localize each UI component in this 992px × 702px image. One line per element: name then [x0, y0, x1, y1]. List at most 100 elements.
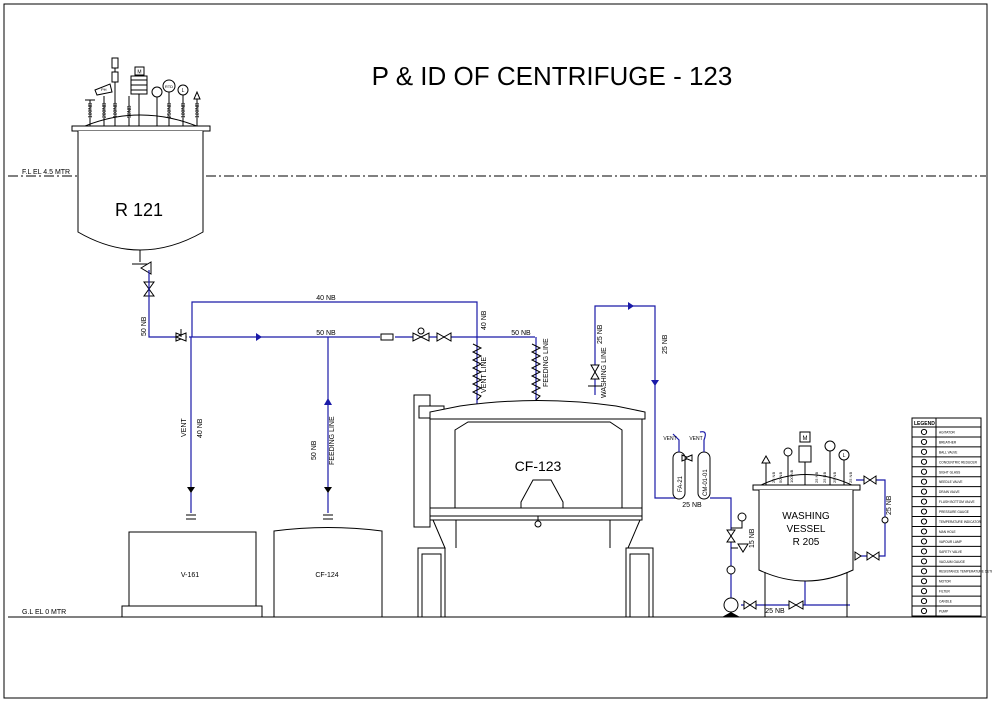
label-vent-line: VENT LINE [481, 357, 488, 393]
ball-valve-icon [590, 364, 600, 374]
legend-title: LEGEND [914, 421, 935, 427]
legend-symbol-icon [920, 597, 928, 605]
rtd-icon [783, 447, 793, 457]
label-25nb-filter: 25 NB [682, 502, 702, 509]
label-40nb-vent-down: 40 NB [197, 418, 204, 438]
legend-symbol-icon [920, 558, 928, 565]
svg-text:PH: PH [101, 87, 107, 92]
legend-symbol-icon [920, 538, 928, 545]
svg-text:M: M [137, 70, 141, 76]
legend-item-label: BALL VALVE [939, 450, 957, 454]
legend-item-label: PUMP [939, 610, 948, 614]
legend-symbol-icon [920, 607, 928, 615]
floor-level-label: F.L EL 4.5 MTR [22, 169, 70, 176]
legend-symbol-icon [920, 548, 928, 555]
washing-vessel-r205: WASHING VESSEL R 205 M L 25 NB 50 NB 100… [752, 431, 861, 617]
label-50nb-mid: 50 NB [316, 330, 336, 337]
legend-item-label: FLUSH BOTTOM VALVE [939, 500, 975, 504]
legend-symbol-icon [920, 578, 928, 585]
label-25nb-return: 25 NB [886, 495, 893, 515]
pipe-valves [174, 327, 602, 520]
safety-valve-icon [193, 90, 201, 100]
svg-text:L: L [182, 88, 185, 94]
legend-symbol-icon [920, 438, 928, 446]
legend-item-label: CANDLE [939, 600, 952, 604]
label-50nb-feed-down: 50 NB [311, 440, 318, 460]
ball-valve-icon [436, 332, 446, 342]
legend-symbol-icon [920, 518, 928, 525]
pump-line-instruments [722, 475, 889, 617]
ball-valve-icon [788, 600, 798, 610]
needle-valve-icon [737, 543, 749, 553]
flexible-hose-icon [471, 343, 483, 401]
legend-symbol-icon [920, 478, 928, 485]
legend-symbol-icon [920, 498, 928, 505]
filter-fa21: FA-21 VENT [663, 433, 686, 500]
r121-nozzles: PH M RTD L 100NB 200NB 100NB 50NB 250NB … [85, 57, 201, 126]
cf123-label: CF-123 [515, 458, 562, 474]
ground-level-label: G.L EL 0 MTR [22, 609, 66, 616]
legend-item-label: RESISTANCE TEMPERATURE DETECTOR [939, 570, 992, 574]
flow-arrows [187, 302, 659, 493]
drawing-border [3, 3, 988, 699]
vessel-v161: V-161 [121, 531, 263, 618]
legend-item-label: MOTOR [939, 580, 952, 584]
vacuum-gauge-icon [151, 86, 163, 98]
agitator-gearbox-icon [798, 445, 812, 463]
r121-nozzle-3: 100NB [113, 102, 119, 118]
svg-text:RTD: RTD [165, 84, 173, 89]
pipe-labels: 40 NB 50 NB 50 NB 50 NB VENT 40 NB 50 NB… [141, 295, 893, 615]
label-25nb-riser: 25 NB [662, 334, 669, 354]
r121-nozzle-4: 50NB [127, 105, 133, 118]
legend-symbol-icon [920, 468, 928, 475]
legend-item-label: TEMPERATURE INDICATOR [939, 520, 982, 524]
label-50nb-left: 50 NB [141, 316, 148, 336]
legend-symbol-icon [920, 568, 928, 575]
pump-icon [723, 597, 739, 613]
label-feeding-line-down: FEEDING LINE [329, 416, 336, 465]
ball-valve-icon [726, 529, 736, 537]
flexible-hose-icon [530, 343, 542, 401]
r205-nozzle-3: 100 NB [789, 469, 794, 483]
legend-item-label: DRAIN VALVE [939, 490, 960, 494]
label-vent-left: VENT [181, 418, 188, 437]
label-25nb-pump: 25 NB [765, 608, 785, 615]
v161-label: V-161 [181, 572, 199, 579]
label-50nb-right: 50 NB [511, 330, 531, 337]
diagram-title: P & ID OF CENTRIFUGE - 123 [372, 61, 733, 91]
r205-label-line2: VESSEL [787, 524, 826, 535]
legend-symbol-icon [920, 528, 928, 535]
label-25nb-wash: 25 NB [597, 324, 604, 344]
motor-icon [799, 431, 811, 443]
label-15nb: 15 NB [749, 528, 756, 548]
safety-valve-icon [761, 454, 771, 464]
r205-nozzle-6: 25 NB [832, 472, 837, 483]
r205-nozzle-2: 50 NB [778, 472, 783, 483]
r121-label: R 121 [115, 200, 163, 220]
label-washing-line: WASHING LINE [601, 347, 608, 398]
r205-label-line3: R 205 [793, 537, 820, 548]
svg-text:M: M [803, 436, 808, 442]
r205-nozzle-5: 25 NB [822, 472, 827, 483]
vacuum-gauge-icon [824, 440, 836, 452]
r121-bottom-valves [132, 261, 155, 297]
ball-valve-icon [412, 332, 423, 342]
legend-symbol-icon [920, 428, 928, 436]
pressure-gauge-icon [737, 512, 747, 522]
legend-symbol-icon [920, 508, 928, 515]
svg-text:L: L [843, 453, 846, 459]
legend-item-label: NEEDLE VALVE [939, 480, 962, 484]
legend-item-label: AGITATOR [939, 430, 955, 434]
legend-item-label: VACUUM GAUGE [939, 560, 965, 564]
legend-item-label: BREATHER [939, 440, 957, 444]
legend-symbol-icon [920, 588, 928, 595]
motor-icon [134, 66, 145, 76]
fa21-label: FA-21 [678, 475, 684, 492]
legend-symbol-icon [920, 458, 928, 465]
r205-nozzle-1: 25 NB [771, 472, 776, 483]
r121-nozzle-7: 100NB [195, 102, 201, 118]
cf124-label: CF-124 [315, 572, 338, 579]
candle-filter-cm0101: CM-01-01 VENT [681, 431, 711, 500]
sight-glass-icon [380, 333, 394, 341]
